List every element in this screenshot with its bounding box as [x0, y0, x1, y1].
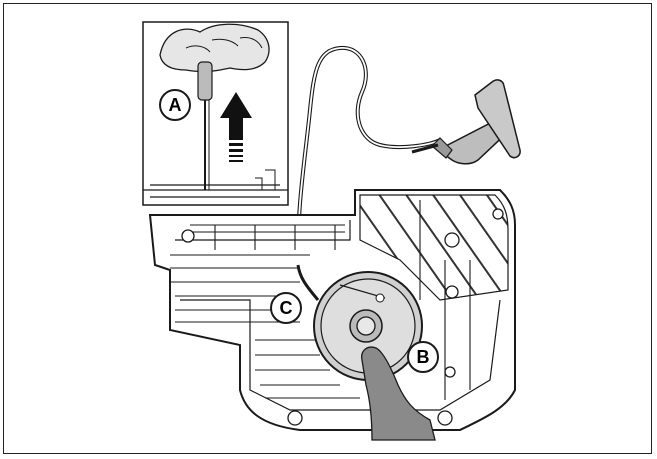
callout-c: C: [270, 292, 302, 324]
inset-detail: [142, 21, 289, 206]
callout-b-label: B: [417, 347, 430, 367]
hand-icon: [361, 346, 436, 441]
pulley-icon: [296, 264, 423, 381]
callout-a-label: A: [169, 95, 182, 115]
up-arrow-icon: [220, 92, 252, 162]
cord: [296, 45, 441, 261]
callout-c-label: C: [280, 298, 293, 318]
callout-b: B: [407, 341, 439, 373]
callout-a: A: [159, 89, 191, 121]
inset-hand: [159, 23, 270, 73]
t-handle-wrench-icon: [411, 79, 521, 165]
